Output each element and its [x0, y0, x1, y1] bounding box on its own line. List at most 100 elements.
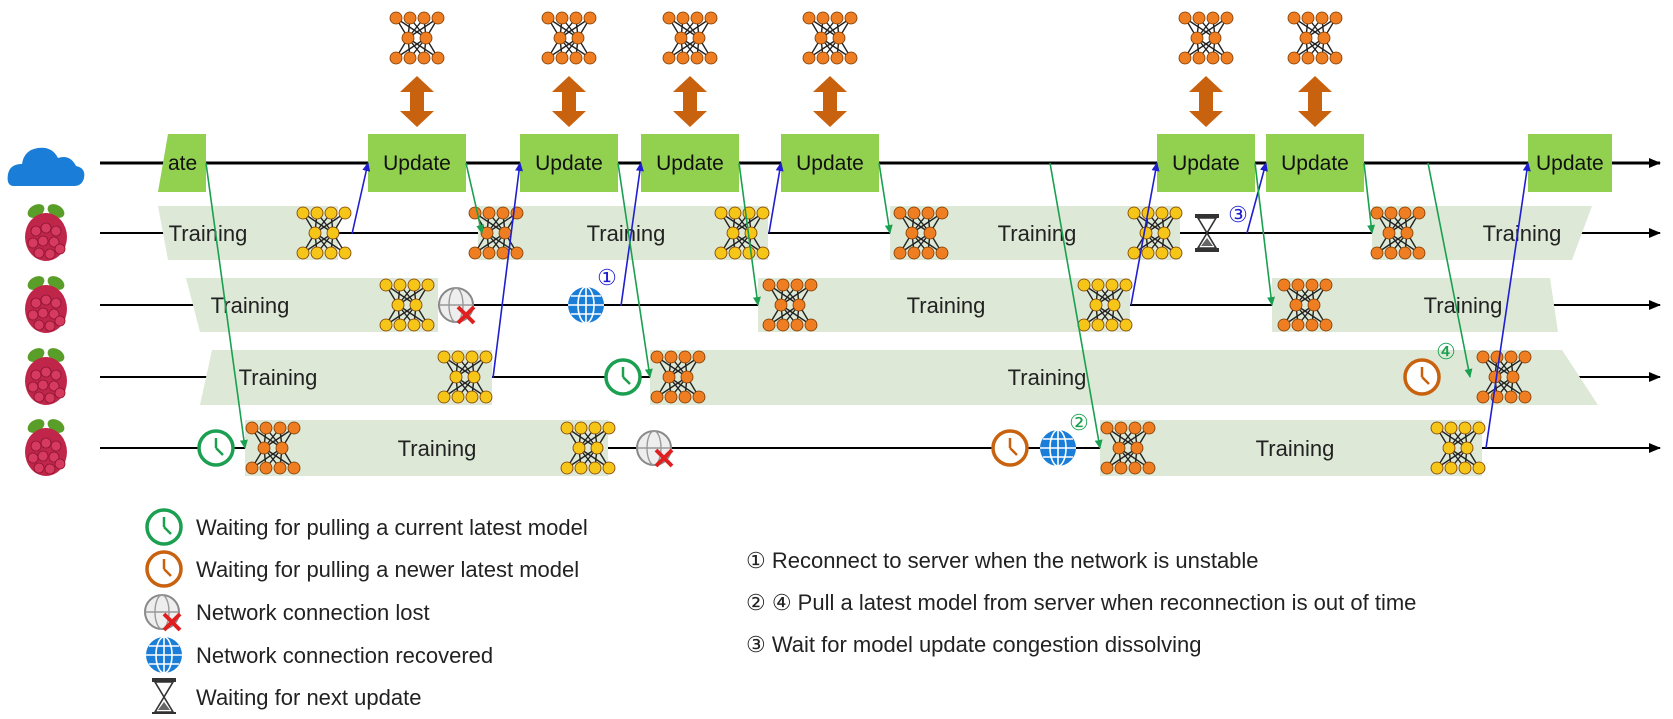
training-label: Training — [239, 365, 318, 390]
event-markers: ① ② ③ ④ — [597, 202, 1456, 435]
neural-network-icon — [893, 206, 949, 260]
training-band — [245, 420, 608, 476]
update-box: Update — [1528, 134, 1612, 192]
neural-network-icon — [1178, 11, 1234, 65]
update-label: Update — [656, 152, 724, 175]
update-box: Update — [641, 134, 739, 192]
neural-network-icon — [1100, 421, 1156, 475]
network-lost-icon — [438, 287, 476, 325]
upload-arrow — [492, 162, 523, 379]
training-labels: Training Training Training Training Trai… — [169, 221, 1562, 461]
neural-network-icon — [245, 421, 301, 475]
raspberry-pi-icon — [25, 204, 67, 261]
neural-network-icon — [389, 11, 445, 65]
update-label: Update — [1536, 152, 1604, 175]
neural-network-icon — [1127, 206, 1183, 260]
marker-4: ④ — [1436, 339, 1456, 364]
raspberry-pi-icon — [25, 348, 67, 405]
model-transfer-arrow — [552, 76, 586, 127]
legend-item-label: Waiting for pulling a newer latest model — [196, 557, 579, 582]
training-band — [1100, 420, 1482, 476]
training-band — [478, 206, 768, 260]
training-band — [158, 206, 338, 260]
download-arrow — [1049, 162, 1103, 449]
neural-network-icon — [296, 206, 352, 260]
neural-network-icon — [560, 421, 616, 475]
server-updates: ate Update Update Update Update Update U… — [158, 134, 1612, 192]
legend-note: ③ Wait for model update congestion disso… — [746, 632, 1201, 657]
training-bands — [158, 206, 1598, 476]
training-label: Training — [398, 436, 477, 461]
update-label: Update — [796, 152, 864, 175]
neural-network-icon — [1287, 11, 1343, 65]
neural-network-icon — [541, 11, 597, 65]
upload-arrow — [1485, 162, 1531, 449]
update-box: Update — [520, 134, 618, 192]
hourglass-icon — [1195, 214, 1219, 252]
update-label: Update — [1172, 152, 1240, 175]
legend: Waiting for pulling a current latest mod… — [144, 508, 1416, 716]
model-exchange-arrows — [400, 76, 1332, 127]
upload-arrow — [1246, 162, 1268, 234]
legend-item-label: Waiting for next update — [196, 685, 421, 710]
cloud-icon — [7, 147, 85, 186]
model-icons — [245, 11, 1532, 475]
marker-2: ② — [1069, 410, 1089, 435]
neural-network-icon — [802, 11, 858, 65]
status-icons — [197, 214, 1441, 468]
download-arrow — [1427, 162, 1473, 378]
network-lost-icon — [144, 594, 182, 632]
legend-note: ② ④ Pull a latest model from server when… — [746, 590, 1416, 615]
download-arrow — [617, 162, 653, 378]
training-label: Training — [169, 221, 248, 246]
training-band — [758, 278, 1130, 332]
download-arrow — [205, 162, 248, 449]
model-transfer-arrow — [1298, 76, 1332, 127]
training-label: Training — [211, 293, 290, 318]
neural-network-icon — [1370, 206, 1426, 260]
update-label: Update — [383, 152, 451, 175]
model-transfer-arrow — [400, 76, 434, 127]
network-lost-icon — [636, 430, 674, 468]
neural-network-icon — [379, 278, 435, 332]
update-box: Update — [1157, 134, 1255, 192]
training-band — [200, 350, 492, 405]
training-label: Training — [907, 293, 986, 318]
update-box: Update — [368, 134, 466, 192]
legend-item-label: Waiting for pulling a current latest mod… — [196, 515, 588, 540]
update-box: Update — [1266, 134, 1364, 192]
clock-orange-icon — [991, 429, 1029, 467]
neural-network-icon — [714, 206, 770, 260]
model-transfer-arrow — [813, 76, 847, 127]
training-label: Training — [1424, 293, 1503, 318]
hourglass-icon — [152, 678, 176, 716]
neural-network-icon — [650, 350, 706, 404]
neural-network-icon — [1430, 421, 1486, 475]
training-band — [650, 350, 1598, 405]
training-label: Training — [1008, 365, 1087, 390]
clock-green-icon — [197, 429, 235, 467]
legend-note: ① Reconnect to server when the network i… — [746, 548, 1259, 573]
communication-arrows — [205, 162, 1531, 449]
upload-arrow — [768, 162, 784, 234]
download-arrow — [1254, 162, 1276, 306]
svg-text:ate: ate — [168, 152, 197, 175]
update-label: Update — [1281, 152, 1349, 175]
training-label: Training — [1483, 221, 1562, 246]
neural-network-icon — [662, 11, 718, 65]
globe-icon — [568, 286, 604, 324]
upload-arrow — [1130, 162, 1160, 306]
upload-arrow — [620, 162, 644, 307]
neural-network-icon — [762, 278, 818, 332]
marker-3: ③ — [1228, 202, 1248, 227]
legend-item-label: Network connection lost — [196, 600, 430, 625]
training-band — [890, 206, 1180, 260]
update-label: Update — [535, 152, 603, 175]
neural-network-icon — [1476, 350, 1532, 404]
clock-orange-icon — [145, 550, 183, 588]
raspberry-pi-icon — [25, 276, 67, 333]
training-band — [186, 278, 438, 332]
model-transfer-arrow — [1189, 76, 1223, 127]
clock-orange-icon — [1403, 358, 1441, 396]
